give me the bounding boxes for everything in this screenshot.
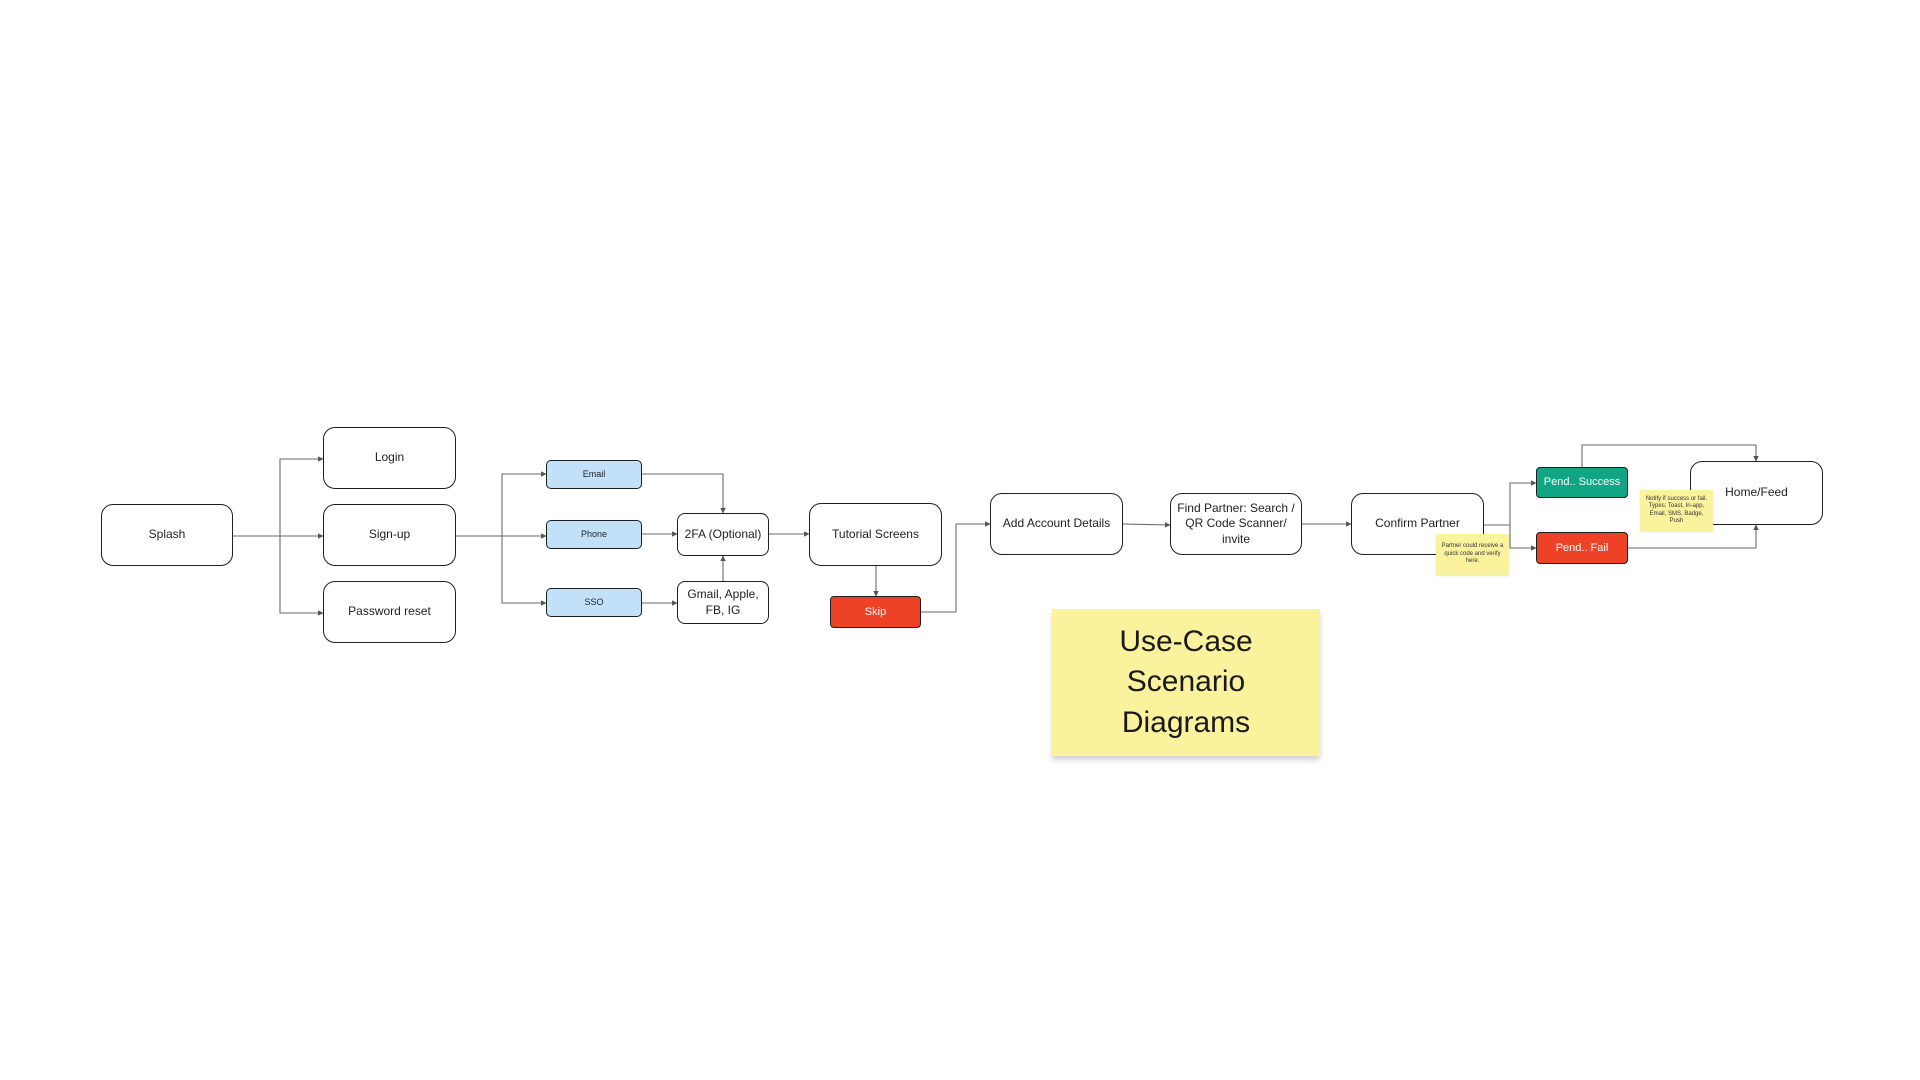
sso-node: SSO <box>546 588 642 617</box>
notify-note-sticky: Notify if success or fail. Types: Toast,… <box>1640 490 1713 531</box>
edge-signup-sso <box>501 536 547 606</box>
edge-splash-password-reset <box>279 536 324 616</box>
edge-skip-add-account <box>921 521 991 613</box>
partner-note-sticky: Partner could receive a quick code and v… <box>1436 534 1509 575</box>
edge-signup-email <box>456 471 547 537</box>
tutorial-screens-node: Tutorial Screens <box>809 503 942 566</box>
edge-success-home <box>1581 444 1759 467</box>
edge-confirm-success <box>1484 480 1537 526</box>
diagram-title-sticky: Use-Case Scenario Diagrams <box>1052 609 1320 756</box>
skip-node: Skip <box>830 596 921 628</box>
find-partner-node: Find Partner: Search / QR Code Scanner/ … <box>1170 493 1302 555</box>
social-login-node: Gmail, Apple, FB, IG <box>677 581 769 624</box>
edge-fail-home <box>1628 524 1759 549</box>
email-node: Email <box>546 460 642 489</box>
login-node: Login <box>323 427 456 489</box>
edge-add-account-find-partner <box>1122 522 1171 528</box>
edge-splash-login <box>233 456 324 537</box>
splash-node: Splash <box>101 504 233 566</box>
pend-fail-node: Pend.. Fail <box>1536 532 1628 564</box>
edge-confirm-fail <box>1509 525 1537 551</box>
signup-node: Sign-up <box>323 504 456 566</box>
twofa-node: 2FA (Optional) <box>677 513 769 556</box>
edge-email-2fa <box>642 473 726 514</box>
password-reset-node: Password reset <box>323 581 456 643</box>
add-account-details-node: Add Account Details <box>990 493 1123 555</box>
phone-node: Phone <box>546 520 642 549</box>
pend-success-node: Pend.. Success <box>1536 467 1628 498</box>
